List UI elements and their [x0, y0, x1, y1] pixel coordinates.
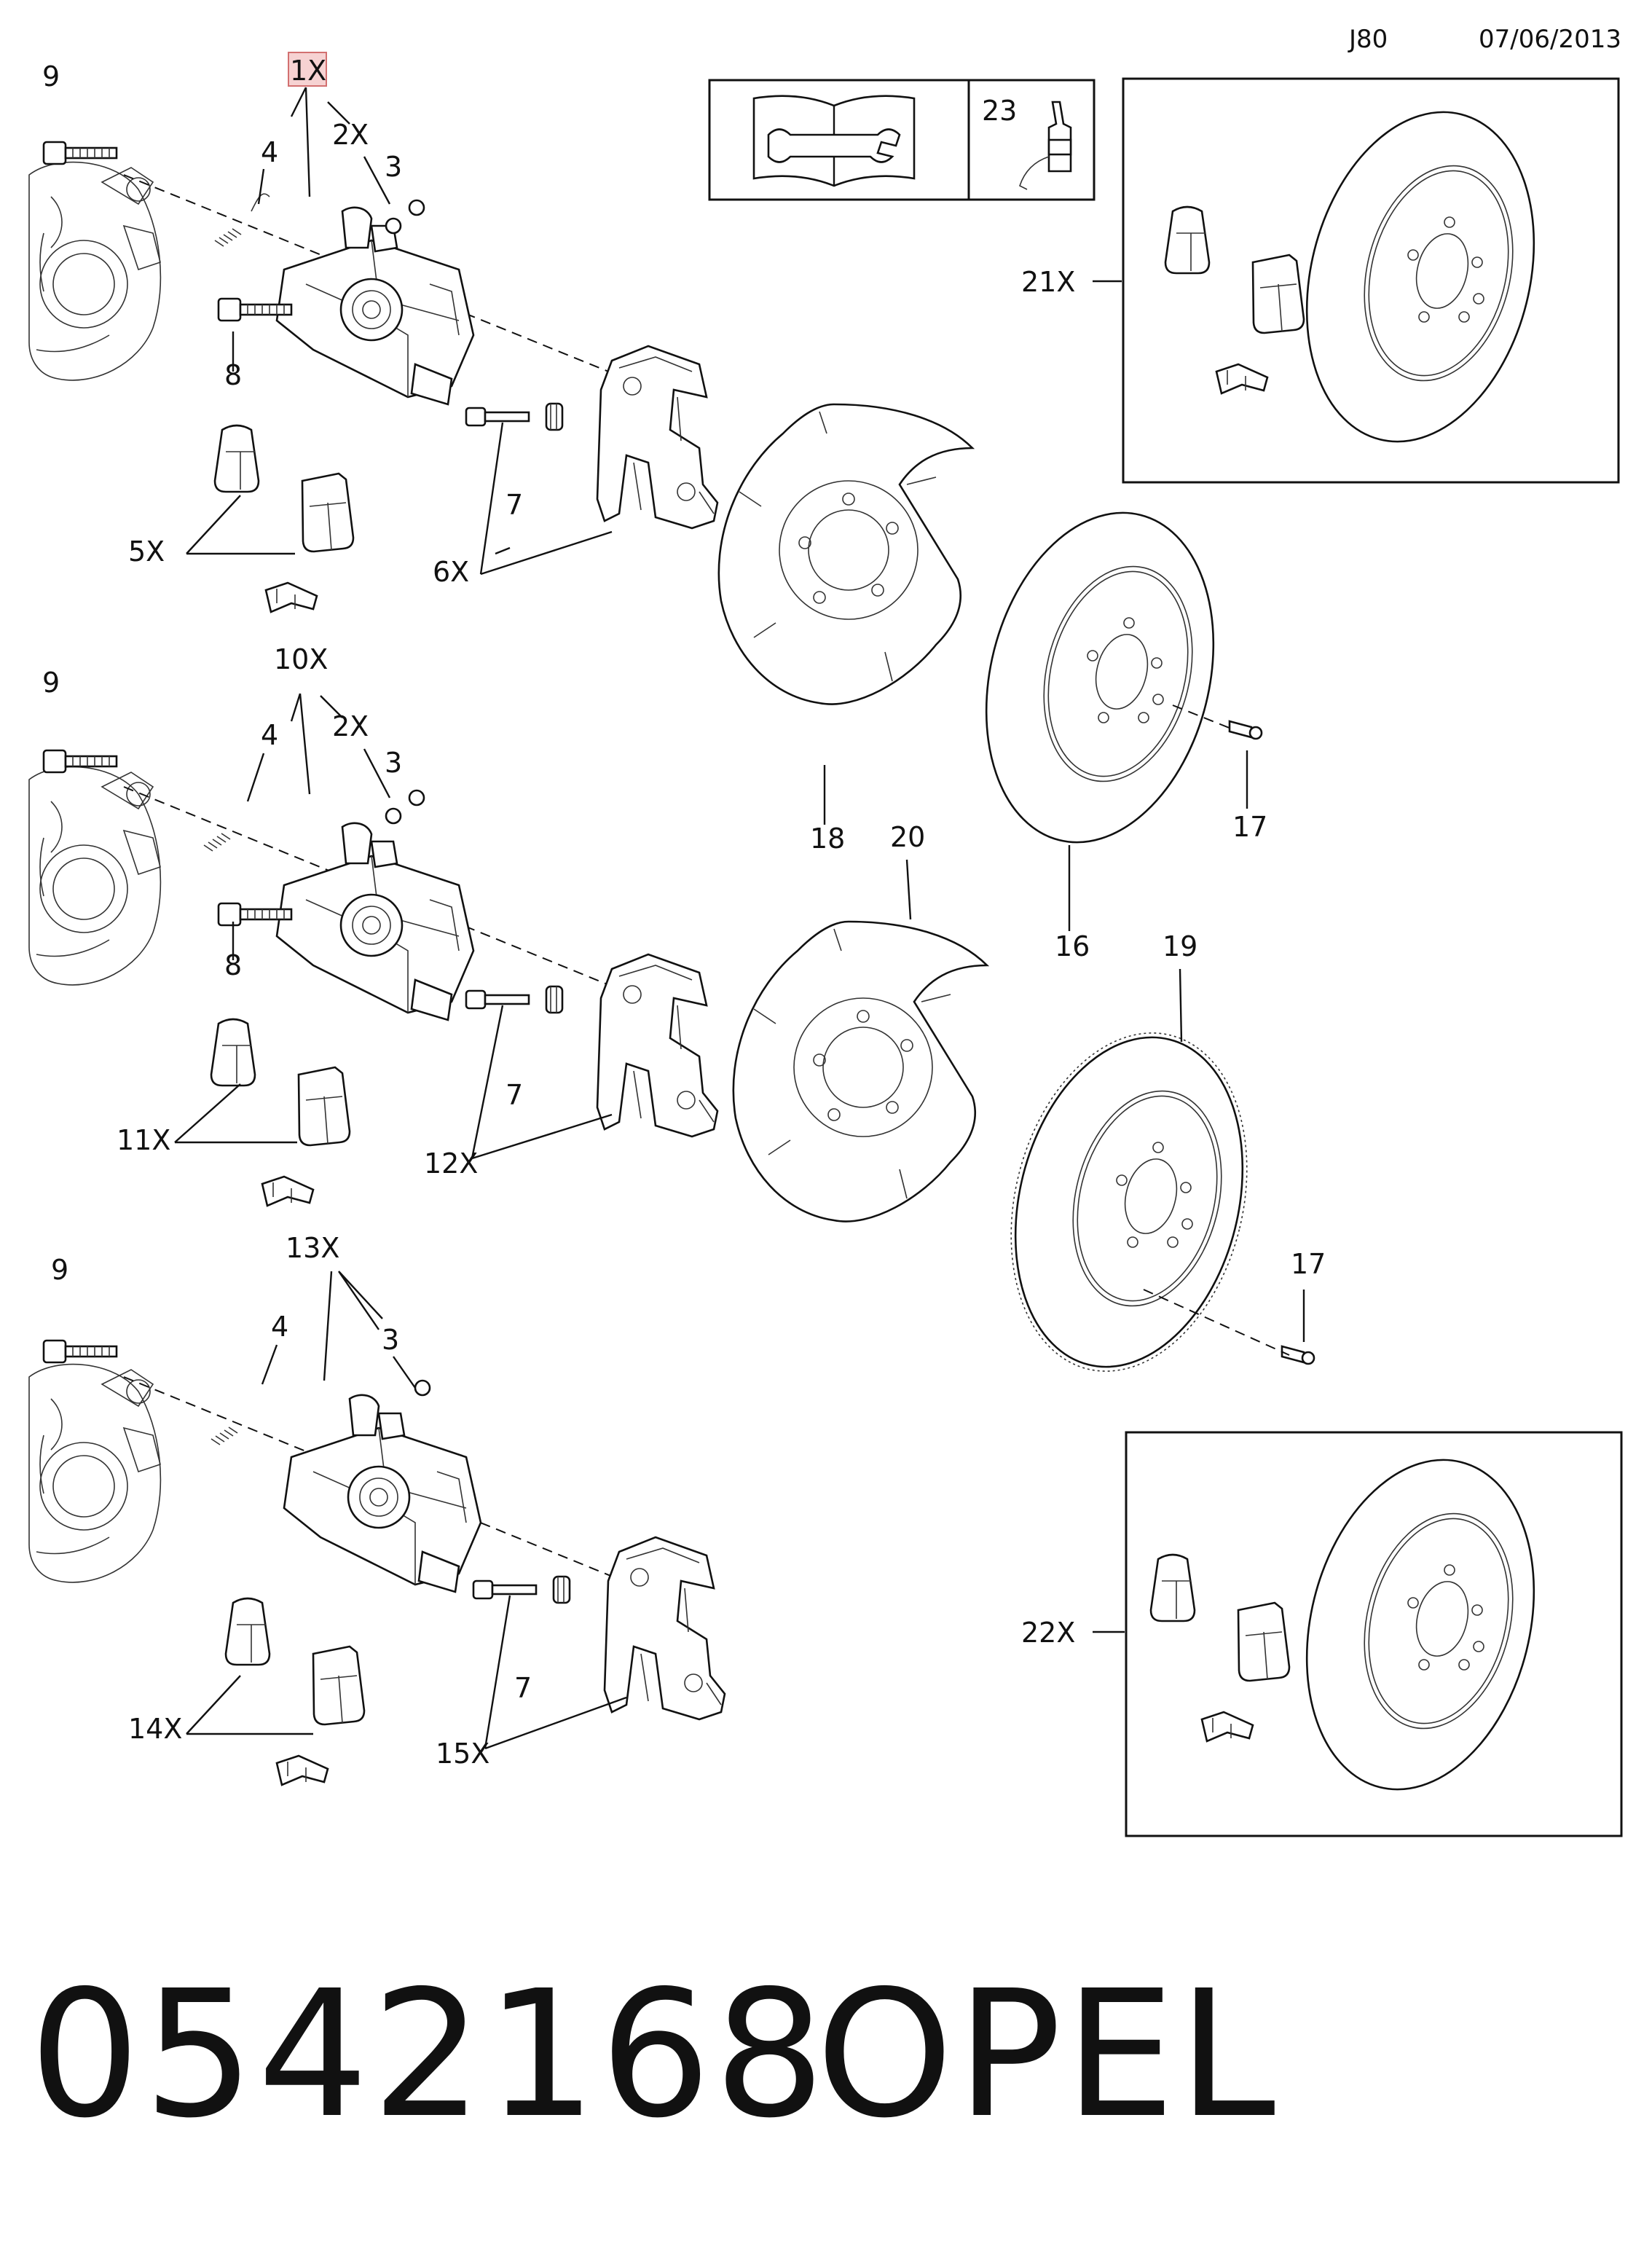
pin-7-g2: [465, 985, 564, 1014]
caliper-1x-highlight: [288, 52, 327, 87]
bolt-9-g2: [42, 749, 118, 774]
caliper-group-2: 10X 9 4 2X 3 8 11X 7 12X: [28, 643, 719, 1207]
label-13x: 13X: [286, 1232, 339, 1264]
label-11x: 11X: [117, 1124, 170, 1156]
knuckle-1: [28, 161, 162, 381]
label-2x-g1: 2X: [332, 119, 369, 151]
label-3-g3: 3: [382, 1324, 399, 1356]
label-22x: 22X: [1021, 1617, 1075, 1649]
pads-11x: [210, 1018, 351, 1207]
label-14x: 14X: [128, 1713, 182, 1745]
label-7-g2: 7: [506, 1079, 523, 1111]
label-1x: 1X: [290, 55, 326, 87]
part-number: 0542168: [29, 1952, 828, 2156]
label-19: 19: [1163, 930, 1197, 962]
brake-kit-21-box: [1122, 77, 1620, 484]
wrench-icon: [767, 128, 901, 163]
label-20: 20: [890, 821, 925, 853]
label-6x: 6X: [433, 556, 469, 588]
brake-kit-22-box: [1125, 1431, 1623, 1837]
bolt-9-g3: [42, 1339, 118, 1364]
kit-21-pads: [1164, 205, 1305, 395]
lubricant-bottle-icon: [1019, 101, 1072, 190]
diagram-date: 07/06/2013: [1479, 25, 1621, 54]
label-3-g1: 3: [385, 151, 402, 183]
label-4-g2: 4: [261, 719, 278, 751]
kit-22-disc: [1273, 1435, 1568, 1815]
label-17-top: 17: [1232, 811, 1267, 843]
label-9-g3: 9: [51, 1254, 68, 1286]
pads-5x: [213, 424, 355, 613]
diagram-code: J80: [1349, 25, 1388, 54]
spring-4-g1: [214, 228, 242, 247]
label-7-g1: 7: [506, 489, 523, 521]
knuckle-2: [28, 766, 162, 986]
bolt-9-g1: [42, 141, 118, 165]
service-info-box: 23: [708, 79, 1096, 201]
label-3-g2: 3: [385, 747, 402, 779]
bracket-6x: [596, 345, 719, 530]
label-16: 16: [1055, 930, 1090, 962]
label-10x: 10X: [274, 643, 328, 675]
label-17-bottom: 17: [1291, 1248, 1326, 1280]
caliper-13x: [283, 1394, 482, 1593]
brand-name: OPEL: [816, 1952, 1278, 2156]
caliper-group-1: 1X 9 4 2X 3 8 5X 7 6X: [28, 52, 719, 613]
screw-17-top: [1228, 720, 1263, 740]
label-21x: 21X: [1021, 266, 1075, 298]
label-18: 18: [810, 823, 845, 855]
caliper-10x: [275, 822, 475, 1021]
kit-22-pads: [1149, 1553, 1291, 1743]
brake-disc-16: [952, 487, 1248, 868]
label-12x: 12X: [424, 1147, 478, 1180]
pads-14x: [224, 1597, 366, 1786]
ref-23-label: 23: [982, 95, 1017, 127]
pin-7-g1: [465, 402, 564, 431]
label-2x-g2: 2X: [332, 710, 369, 742]
kit-21-disc: [1273, 87, 1568, 467]
screw-17-bottom: [1281, 1345, 1315, 1365]
splash-shield-18: [717, 403, 974, 705]
pin-7-g3: [472, 1575, 571, 1604]
spring-4-g2: [203, 833, 231, 852]
bracket-12x: [596, 953, 719, 1138]
label-5x: 5X: [128, 535, 165, 568]
label-7-g3: 7: [514, 1672, 532, 1704]
caliper-1x: [275, 206, 475, 406]
spring-4-g3: [211, 1426, 238, 1445]
brake-disc-19-vented: [981, 1012, 1277, 1392]
knuckle-3: [28, 1363, 162, 1583]
splash-shield-20: [732, 920, 988, 1222]
label-4-g3: 4: [271, 1311, 288, 1343]
label-15x: 15X: [436, 1738, 489, 1770]
bracket-15x: [603, 1536, 726, 1721]
caliper-group-3: 13X 9 4 3 14X 7 15X: [28, 1232, 726, 1786]
label-4-g1: 4: [261, 136, 278, 168]
label-9-g2: 9: [42, 667, 60, 699]
label-9-g1: 9: [42, 60, 60, 93]
